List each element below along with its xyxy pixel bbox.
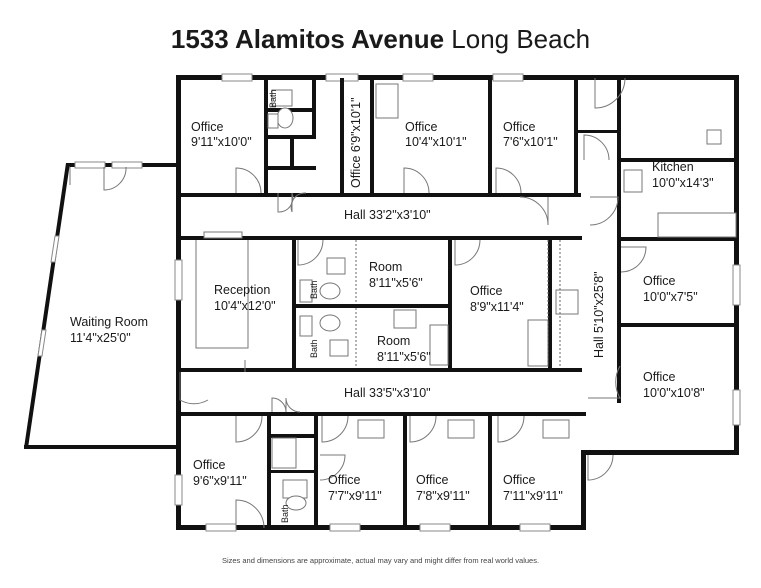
office-s2-dim: 7'8"x9'11" (416, 489, 470, 503)
office-e1-name: Office (643, 274, 675, 288)
office-s3-name: Office (503, 473, 535, 487)
office-n2-dim: 10'4"x10'1" (405, 135, 467, 149)
office-n3-name: Office (503, 120, 535, 134)
kitchen-name: Kitchen (652, 160, 694, 174)
room1-name: Room (369, 260, 402, 274)
bath-top-label: Bath (268, 89, 278, 108)
plan-title: 1533 Alamitos Avenue Long Beach (0, 22, 761, 56)
reception-dim: 10'4"x12'0" (214, 299, 276, 313)
fixtures (267, 83, 737, 511)
windows-top (174, 73, 741, 532)
disclaimer-text: Sizes and dimensions are approximate, ac… (221, 556, 540, 565)
room1-dim: 8'11"x5'6" (369, 276, 423, 290)
title-city: Long Beach (451, 24, 591, 54)
office-sw-name: Office (193, 458, 225, 472)
office-nw-name: Office (191, 120, 223, 134)
waiting-room-dim: 11'4"x25'0" (70, 331, 131, 345)
hall-vertical-label: Hall 5'10"x25'8" (592, 271, 606, 358)
office-e1-dim: 10'0"x7'5" (643, 290, 698, 304)
bath-mid-a-label: Bath (309, 280, 319, 299)
office-mid-name: Office (470, 284, 502, 298)
hall-bottom-label: Hall 33'5"x3'10" (344, 386, 431, 400)
office-s1-dim: 7'7"x9'11" (328, 489, 382, 503)
waiting-room-walls (24, 161, 178, 449)
reception-desk (195, 231, 561, 368)
room2-dim: 8'11"x5'6" (377, 350, 431, 364)
title-address: 1533 Alamitos Avenue (170, 24, 445, 54)
kitchen-dim: 10'0"x14'3" (652, 176, 714, 190)
waiting-room-name: Waiting Room (70, 315, 148, 329)
office-s1-name: Office (328, 473, 360, 487)
office-n3-dim: 7'6"x10'1" (503, 135, 558, 149)
office-n2-name: Office (405, 120, 437, 134)
office-s2-name: Office (416, 473, 448, 487)
office-sw-dim: 9'6"x9'11" (193, 474, 247, 488)
office-e2-name: Office (643, 370, 675, 384)
office-nw-dim: 9'11"x10'0" (191, 135, 252, 149)
room2-name: Room (377, 334, 410, 348)
office-vertical-label: Office 6'9"x10'1" (349, 97, 363, 188)
reception-name: Reception (214, 283, 270, 297)
office-s3-dim: 7'11"x9'11" (503, 489, 563, 503)
doors (69, 77, 647, 529)
room-labels: Office 9'11"x10'0" Bath Office 6'9"x10'1… (70, 89, 714, 523)
bath-mid-b-label: Bath (309, 339, 319, 358)
hall-top-label: Hall 33'2"x3'10" (344, 208, 431, 222)
office-mid-dim: 8'9"x11'4" (470, 300, 524, 314)
office-e2-dim: 10'0"x10'8" (643, 386, 705, 400)
bath-bottom-label: Bath (280, 504, 290, 523)
